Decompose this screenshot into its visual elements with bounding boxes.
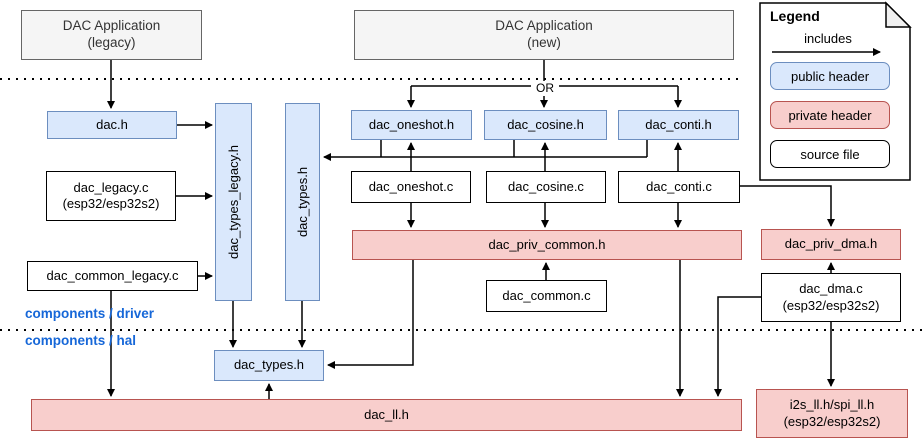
node-label: dac_priv_dma.h xyxy=(784,236,878,252)
node-dac-legacy-c: dac_legacy.c (esp32/esp32s2) xyxy=(46,171,176,221)
node-label: dac_common_legacy.c xyxy=(46,267,179,283)
node-dac-conti-c: dac_conti.c xyxy=(618,171,740,203)
legend-title: Legend xyxy=(770,8,820,24)
node-label: dac_priv_common.h xyxy=(488,236,606,252)
node-dac-cosine-c: dac_cosine.c xyxy=(486,171,606,203)
node-label: dac_legacy.c xyxy=(73,179,149,195)
node-dac-dma-c: dac_dma.c (esp32/esp32s2) xyxy=(761,273,901,322)
node-dac-common-legacy-c: dac_common_legacy.c xyxy=(27,261,198,291)
node-dac-priv-dma-h: dac_priv_dma.h xyxy=(761,229,901,260)
node-i2s-spi-ll-h: i2s_ll.h/spi_ll.h (esp32/esp32s2) xyxy=(756,389,908,438)
connectors xyxy=(107,60,835,399)
layer-label-hal: components / hal xyxy=(25,333,137,348)
node-label: dac_dma.c xyxy=(799,281,863,297)
arrow-dma-c-to-dac-ll xyxy=(714,296,761,397)
node-sublabel: (esp32/esp32s2) xyxy=(782,297,880,313)
arrow-priv-common-to-dac-types-hal xyxy=(327,260,414,369)
node-sublabel: (new) xyxy=(527,35,561,50)
legend-item-label: public header xyxy=(790,68,870,84)
legend-item-label: private header xyxy=(788,107,872,123)
node-dac-oneshot-c: dac_oneshot.c xyxy=(351,171,471,203)
node-sublabel: (esp32/esp32s2) xyxy=(62,196,160,211)
legend-private-header-swatch: private header xyxy=(770,101,890,129)
node-label: dac_conti.c xyxy=(646,178,712,194)
node-label: dac_cosine.h xyxy=(507,116,584,132)
node-dac-oneshot-h: dac_oneshot.h xyxy=(351,110,472,140)
node-dac-types-h-hal: dac_types.h xyxy=(214,350,324,381)
node-label: dac_cosine.c xyxy=(508,178,584,194)
node-label: dac_common.c xyxy=(502,287,591,303)
node-app-new: DAC Application (new) xyxy=(354,10,734,60)
node-label: dac_types.h xyxy=(233,357,305,373)
node-dac-ll-h: dac_ll.h xyxy=(31,399,742,431)
node-dac-priv-common-h: dac_priv_common.h xyxy=(352,230,742,260)
legend-item-label: source file xyxy=(800,146,860,162)
node-dac-conti-h: dac_conti.h xyxy=(618,110,739,140)
legend-source-file-swatch: source file xyxy=(770,140,890,168)
legend-includes-label: includes xyxy=(804,31,852,46)
node-sublabel: (legacy) xyxy=(87,35,136,50)
node-label: dac_oneshot.h xyxy=(368,116,455,132)
page-fold-icon xyxy=(885,1,912,28)
node-app-legacy: DAC Application (legacy) xyxy=(21,10,202,60)
node-label: DAC Application xyxy=(62,18,161,34)
node-label: dac_oneshot.c xyxy=(368,178,454,194)
legend-public-header-swatch: public header xyxy=(770,62,890,90)
node-label: dac_types_legacy.h xyxy=(225,145,241,259)
node-sublabel: (esp32/esp32s2) xyxy=(783,413,881,429)
node-dac-types-h-driver: dac_types.h xyxy=(285,103,320,301)
node-dac-types-legacy-h: dac_types_legacy.h xyxy=(215,103,252,301)
node-dac-h: dac.h xyxy=(47,111,177,139)
legend-frame xyxy=(759,2,911,181)
node-label: i2s_ll.h/spi_ll.h xyxy=(789,397,875,413)
node-label: dac.h xyxy=(96,116,128,132)
or-label: OR xyxy=(531,81,559,96)
node-label: dac_conti.h xyxy=(645,116,712,132)
node-label: DAC Application xyxy=(495,18,593,34)
node-label: dac_types.h xyxy=(294,166,310,238)
arrow-conti-c-to-priv-dma xyxy=(740,185,835,227)
node-dac-common-c: dac_common.c xyxy=(486,280,607,312)
node-dac-cosine-h: dac_cosine.h xyxy=(484,110,607,140)
node-label: dac_ll.h xyxy=(364,406,409,422)
layer-label-driver: components / driver xyxy=(25,306,155,321)
